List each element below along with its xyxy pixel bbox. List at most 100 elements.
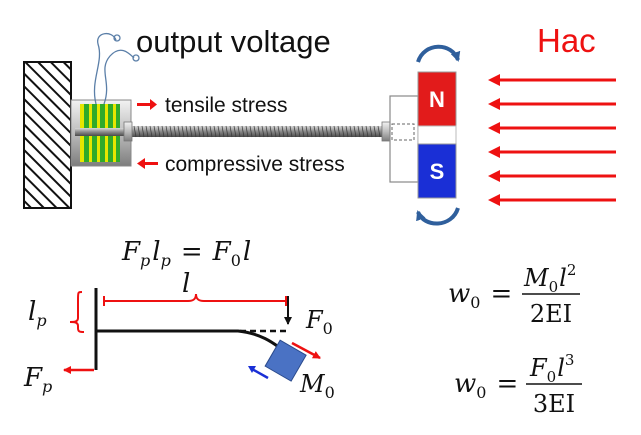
field-arrow-head xyxy=(488,194,500,206)
rod-thread xyxy=(221,125,225,138)
rod-thread xyxy=(293,125,297,138)
rod-thread xyxy=(281,125,285,138)
rod-thread xyxy=(197,125,201,138)
svg-text:F0l3: F0l3 xyxy=(529,351,574,386)
field-arrow-head xyxy=(488,74,500,86)
rod-thread xyxy=(337,125,341,138)
rod-thread xyxy=(153,125,157,138)
rod-thread xyxy=(229,125,233,138)
field-arrow-head xyxy=(488,146,500,158)
field-label: Hac xyxy=(537,22,596,59)
rod-thread xyxy=(209,125,213,138)
rod-thread xyxy=(165,125,169,138)
rod-thread xyxy=(189,125,193,138)
rod-thread xyxy=(157,125,161,138)
rod-thread xyxy=(137,125,141,138)
rod-thread xyxy=(161,125,165,138)
rod-thread xyxy=(265,125,269,138)
rod-thread xyxy=(145,125,149,138)
rod-thread xyxy=(301,125,305,138)
deflection-equation-force: w0= F0l3 3EI xyxy=(454,351,582,418)
label-F-0: F0 xyxy=(305,306,333,338)
rod-thread xyxy=(377,125,381,138)
rod-thread xyxy=(373,125,377,138)
rod-thread xyxy=(205,125,209,138)
rod-thread xyxy=(141,125,145,138)
magnet-holder xyxy=(389,95,419,183)
deflection-equation-moment: w0= M0l2 2EI xyxy=(448,261,580,328)
svg-text:w0=: w0= xyxy=(454,369,518,402)
rod-thread xyxy=(233,125,237,138)
rod-thread xyxy=(309,125,313,138)
rod-thread xyxy=(361,125,365,138)
svg-text:3EI: 3EI xyxy=(533,390,575,418)
beam-diagram xyxy=(63,288,321,382)
threaded-rod xyxy=(123,121,391,142)
rod-thread xyxy=(349,125,353,138)
rod-thread xyxy=(201,125,205,138)
field-arrow-head xyxy=(488,170,500,182)
rod-thread xyxy=(237,125,241,138)
rod-thread xyxy=(353,125,357,138)
tensile-stress-arrow xyxy=(137,99,157,110)
rod-thread xyxy=(261,125,265,138)
pickup-coil xyxy=(75,104,130,162)
rod-thread xyxy=(313,125,317,138)
field-arrow-head xyxy=(488,98,500,110)
output-wires xyxy=(93,33,140,105)
svg-text:M0l2: M0l2 xyxy=(523,261,576,296)
output-voltage-label: output voltage xyxy=(136,24,331,59)
rod-thread xyxy=(357,125,361,138)
rod-thread xyxy=(297,125,301,138)
rod-thread xyxy=(317,125,321,138)
magnet-north-label: N xyxy=(429,87,445,112)
label-F-p: Fp xyxy=(23,363,52,396)
rod-thread xyxy=(133,125,137,138)
magnet-south-label: S xyxy=(430,159,445,184)
compressive-stress-arrow xyxy=(137,158,158,169)
rod-thread xyxy=(173,125,177,138)
rod-thread xyxy=(245,125,249,138)
rod-thread xyxy=(345,125,349,138)
rod-thread xyxy=(269,125,273,138)
rod-thread xyxy=(289,125,293,138)
rod-thread xyxy=(329,125,333,138)
label-l-p: lp xyxy=(28,297,47,330)
permanent-magnet: N S xyxy=(417,71,457,199)
rod-thread xyxy=(273,125,277,138)
rod-thread xyxy=(333,125,337,138)
rod-thread xyxy=(217,125,221,138)
rod-thread xyxy=(277,125,281,138)
rotation-arrow-bottom xyxy=(416,207,460,226)
rod-thread xyxy=(177,125,181,138)
rod-thread xyxy=(321,125,325,138)
tensile-stress-label: tensile stress xyxy=(165,94,288,117)
rod-thread xyxy=(249,125,253,138)
rod-thread xyxy=(285,125,289,138)
rod-thread xyxy=(305,125,309,138)
rod-thread xyxy=(325,125,329,138)
label-M-0: M0 xyxy=(299,370,335,402)
rod-thread xyxy=(169,125,173,138)
rod-thread xyxy=(181,125,185,138)
rod-thread xyxy=(369,125,373,138)
svg-text:w0=: w0= xyxy=(448,279,512,312)
rotation-arrow-top xyxy=(416,44,461,63)
field-arrow-head xyxy=(488,122,500,134)
rod-thread xyxy=(365,125,369,138)
label-l: l xyxy=(182,269,190,299)
rod-thread xyxy=(241,125,245,138)
svg-text:2EI: 2EI xyxy=(530,300,572,328)
holder-socket xyxy=(391,123,415,141)
rod-thread xyxy=(257,125,261,138)
rod-thread xyxy=(193,125,197,138)
rod-thread xyxy=(341,125,345,138)
rod-thread xyxy=(225,125,229,138)
rod-thread xyxy=(149,125,153,138)
rod-thread xyxy=(213,125,217,138)
fixed-wall xyxy=(23,61,72,209)
compressive-stress-label: compressive stress xyxy=(165,153,345,176)
rod-thread xyxy=(185,125,189,138)
field-arrows xyxy=(488,74,616,206)
